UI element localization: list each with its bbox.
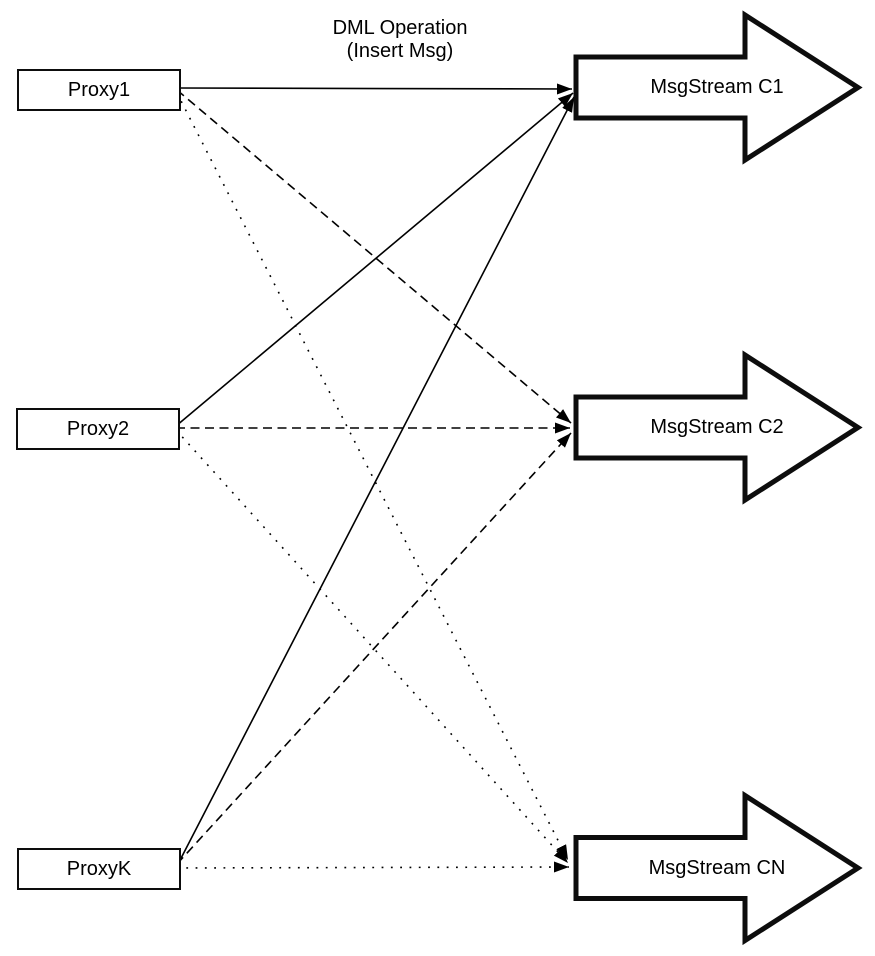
proxy2-node: Proxy2 (16, 408, 180, 450)
edge-proxyk-to-c1 (176, 96, 575, 867)
proxyk-node: ProxyK (17, 848, 181, 890)
proxyk-label: ProxyK (66, 857, 132, 880)
msgstream-c2-arrow-shape (573, 350, 863, 505)
caption: DML Operation (Insert Msg) (250, 17, 550, 63)
edge-proxy2-to-cn (175, 429, 569, 864)
proxy1-node: Proxy1 (17, 69, 181, 111)
proxy2-label: Proxy2 (66, 417, 130, 440)
edge-proxyk-to-c2 (176, 432, 572, 865)
edge-proxy1-to-c1 (176, 83, 573, 95)
caption-line2: (Insert Msg) (346, 40, 454, 62)
caption-line1: DML Operation (332, 17, 468, 39)
msgstream-cn-arrow-shape (573, 790, 863, 946)
edge-proxy1-to-c2 (176, 89, 572, 424)
edge-proxyk-to-cn (176, 861, 570, 873)
proxy1-label: Proxy1 (67, 78, 131, 101)
edge-proxy1-to-cn (176, 92, 569, 861)
edge-proxy2-to-c1 (175, 92, 574, 427)
msgstream-c1-arrow-shape (573, 10, 863, 165)
